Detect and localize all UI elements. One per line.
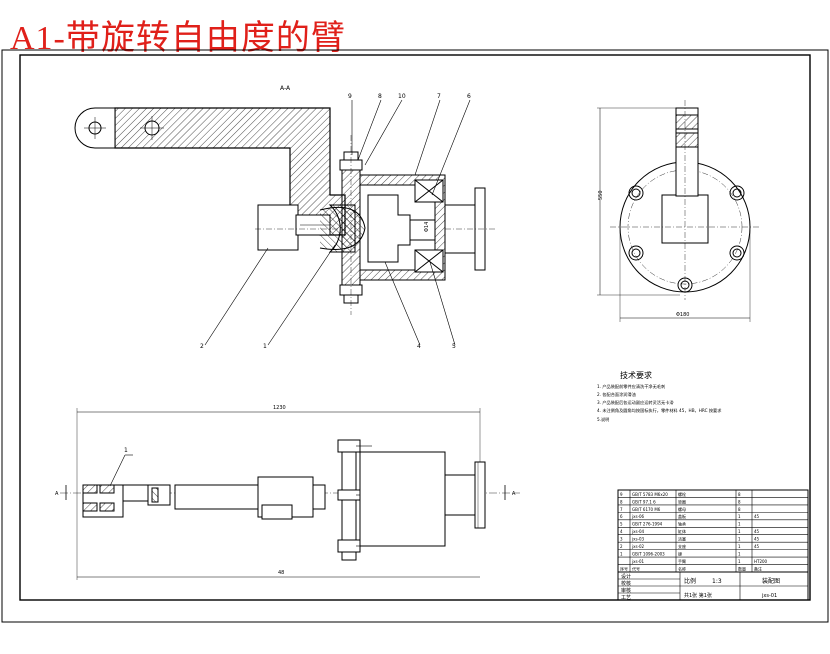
tb-label-design: 设计 bbox=[621, 573, 631, 580]
tb-label-review: 审核 bbox=[621, 587, 631, 594]
tb-header-code: 代号 bbox=[632, 565, 640, 571]
callout-4: 4 bbox=[417, 343, 421, 350]
tb-label-process: 工艺 bbox=[621, 595, 631, 601]
tb-cell-name: 缸体 bbox=[678, 528, 686, 534]
tech-req-item: 5.说明 bbox=[597, 416, 609, 423]
callout-6: 6 bbox=[467, 93, 471, 100]
tb-cell-name: 盖板 bbox=[678, 513, 686, 519]
tb-label-check: 校核 bbox=[621, 580, 631, 587]
callout-1: 1 bbox=[263, 343, 267, 350]
tb-cell-name: 螺栓 bbox=[678, 491, 686, 497]
tb-cell-name: 垫圈 bbox=[678, 498, 686, 504]
tb-cell-code: GB/T 6170 M6 bbox=[632, 507, 661, 512]
tb-cell-no: 1 bbox=[620, 551, 623, 556]
tech-req-item: 3. 产品装配后各运动副应运转灵活无卡滞 bbox=[597, 399, 674, 406]
tb-cell-code: GB/T 276-1994 bbox=[632, 522, 663, 527]
tb-cell-qty: 8 bbox=[738, 492, 741, 497]
tb-cell-note: 45 bbox=[754, 537, 760, 542]
tb-cell-qty: 1 bbox=[738, 559, 741, 564]
plan-view: 1230 48 A A bbox=[55, 405, 520, 580]
tech-req-heading: 技术要求 bbox=[620, 370, 652, 380]
tb-header-name: 名称 bbox=[678, 565, 686, 571]
tech-req-item: 4. 未注倒角及圆角均按国标执行，零件材料 45，HB，HRC 按要求 bbox=[597, 407, 722, 414]
tb-cell-note: 45 bbox=[754, 544, 760, 549]
callout-7: 7 bbox=[437, 93, 441, 100]
tb-cell-no: 9 bbox=[620, 492, 623, 497]
tb-cell-name: 键 bbox=[678, 550, 682, 556]
tb-cell-qty: 8 bbox=[738, 507, 741, 512]
tb-cell-name: 轴承 bbox=[678, 521, 686, 527]
tb-cell-note: 45 bbox=[754, 514, 760, 519]
tb-header-no: 序号 bbox=[620, 565, 628, 571]
plan-length-dimension: 1230 bbox=[273, 405, 286, 411]
tb-cell-no: 4 bbox=[620, 529, 623, 534]
tb-cell-code: jxs-01 bbox=[631, 559, 645, 564]
tb-scale-value: 1:3 bbox=[712, 578, 722, 585]
tb-cell-no: 3 bbox=[620, 537, 623, 542]
tb-scale-label: 比例 bbox=[684, 577, 696, 585]
tb-header-qty: 数量 bbox=[738, 565, 746, 571]
tb-cell-name: 支座 bbox=[678, 543, 686, 549]
tb-cell-code: GB/T 5783 M6x20 bbox=[632, 492, 668, 497]
tb-cell-qty: 8 bbox=[738, 499, 741, 504]
tb-cell-name: 手臂 bbox=[678, 558, 686, 564]
tb-cell-qty: 1 bbox=[738, 522, 741, 527]
tb-sheet-text: 共1张 第1张 bbox=[684, 592, 712, 599]
inner-frame bbox=[19, 54, 811, 601]
plan-cylinder bbox=[359, 451, 446, 547]
tb-cell-no: 2 bbox=[620, 544, 623, 549]
tb-cell-note: HT200 bbox=[754, 559, 768, 564]
tech-req-item: 1. 产品装配前零件应清洗干净无毛刺 bbox=[597, 383, 665, 390]
side-width-dimension: Φ180 bbox=[676, 312, 689, 318]
tb-cell-name: 螺母 bbox=[678, 506, 686, 512]
tb-drawing-code: jxs-01 bbox=[761, 593, 777, 599]
tb-cell-code: jxs-04 bbox=[631, 529, 645, 534]
outer-border bbox=[1, 49, 829, 623]
tb-cell-note: 45 bbox=[754, 529, 760, 534]
side-view: 550 Φ180 bbox=[597, 100, 760, 322]
tb-cell-code: jxs-06 bbox=[631, 514, 645, 519]
section-view: A-A bbox=[74, 85, 495, 350]
plan-callout: 1 bbox=[124, 447, 128, 454]
drawing-title: A1-带旋转自由度的臂 bbox=[10, 20, 346, 57]
support-block bbox=[257, 204, 299, 251]
tb-cell-qty: 1 bbox=[738, 537, 741, 542]
side-height-dimension: 550 bbox=[598, 190, 604, 200]
tb-cell-no: 5 bbox=[620, 522, 623, 527]
callout-8: 8 bbox=[378, 93, 382, 100]
callout-5: 5 bbox=[452, 343, 456, 350]
tb-cell-code: jxs-03 bbox=[631, 537, 645, 542]
section-marker-left: A bbox=[55, 491, 59, 497]
tb-cell-qty: 1 bbox=[738, 514, 741, 519]
callout-2: 2 bbox=[200, 343, 204, 350]
callout-10: 10 bbox=[398, 93, 406, 100]
tb-cell-name: 活塞 bbox=[678, 536, 686, 542]
bore-dimension: Φ14 bbox=[424, 222, 430, 232]
tb-cell-qty: 1 bbox=[738, 544, 741, 549]
tech-req-item: 2. 各配合面涂润滑油 bbox=[597, 391, 636, 398]
tb-drawing-name: 装配图 bbox=[762, 577, 780, 585]
callout-9: 9 bbox=[348, 93, 352, 100]
tech-requirements: 技术要求 1. 产品装配前零件应清洗干净无毛刺 2. 各配合面涂润滑油 3. 产… bbox=[597, 370, 722, 423]
tb-cell-no: 6 bbox=[620, 514, 623, 519]
tb-cell-code: GB/T 1096-2003 bbox=[632, 551, 665, 556]
piston bbox=[367, 194, 411, 263]
tb-cell-qty: 1 bbox=[738, 529, 741, 534]
plan-bottom-dimension: 48 bbox=[278, 570, 284, 576]
tb-cell-no: 7 bbox=[620, 507, 623, 512]
tb-cell-code: GB/T 97.1 6 bbox=[632, 499, 656, 504]
tb-cell-no: 8 bbox=[620, 499, 623, 504]
tb-cell-qty: 1 bbox=[738, 551, 741, 556]
section-label: A-A bbox=[280, 85, 291, 92]
section-marker-right: A bbox=[512, 491, 516, 497]
tb-header-note: 备注 bbox=[754, 565, 762, 571]
tb-cell-code: jxs-02 bbox=[631, 544, 645, 549]
